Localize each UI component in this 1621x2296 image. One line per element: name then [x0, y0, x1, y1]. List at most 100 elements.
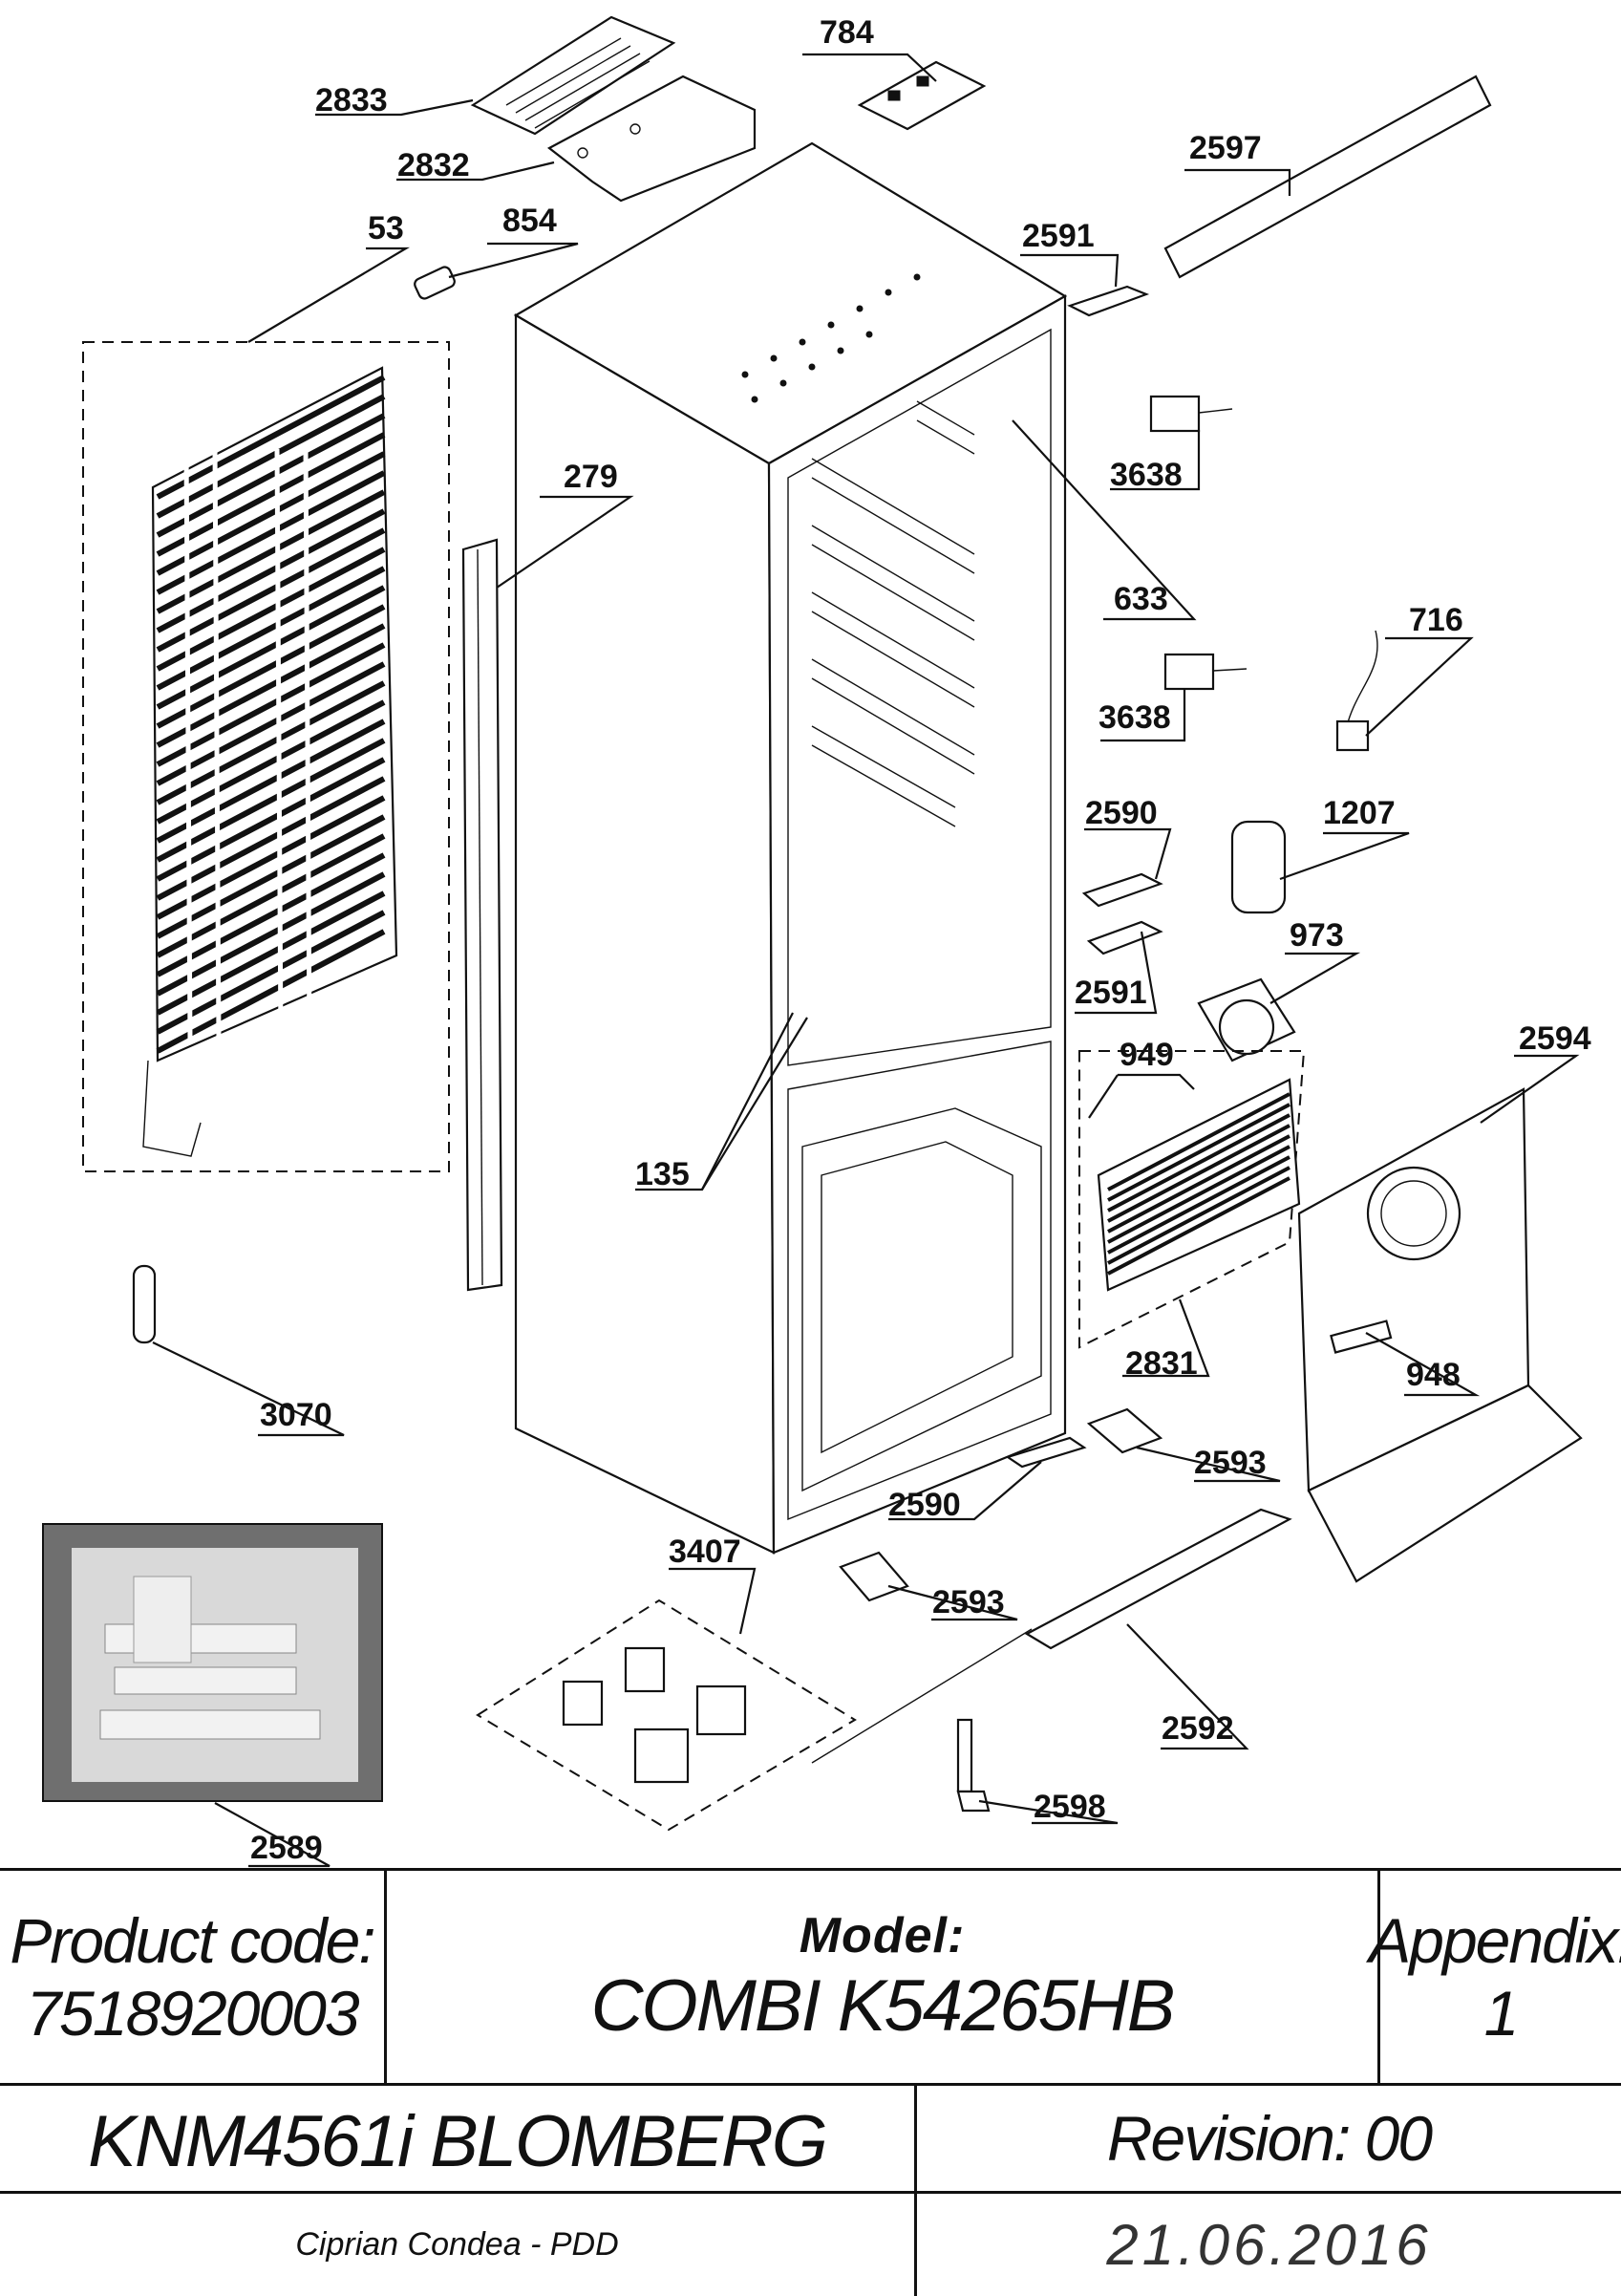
coil-tube [156, 470, 386, 595]
callout-784: 784 [820, 14, 874, 51]
callout-633: 633 [1114, 581, 1168, 617]
coil-tube [156, 432, 386, 557]
coil-tube [156, 776, 386, 901]
exploded-parts-diagram: 784 2833 2832 2597 53 854 2591 3638 279 … [42, 14, 1591, 1868]
author-text: Ciprian Condea - PDD [295, 2226, 619, 2263]
cabinet-body [513, 141, 1068, 1555]
hinge-2591-top [1067, 285, 1150, 317]
drip-tray-2592 [811, 1508, 1292, 1764]
coil-tube [156, 566, 386, 691]
callout-973: 973 [1290, 917, 1344, 954]
callout-3638-b: 3638 [1098, 699, 1171, 736]
coil-tube [156, 738, 386, 863]
product-code-cell: Product code: 7518920003 [0, 1871, 387, 2083]
coil-tube [156, 795, 386, 920]
coil-support-wire [212, 448, 222, 1042]
condenser-coil-53 [82, 341, 450, 1172]
callout-949: 949 [1120, 1037, 1174, 1073]
coil-tube [156, 699, 386, 825]
model-value: COMBI K54265HB [590, 1964, 1176, 2047]
hinge-2590-lower [1005, 1436, 1087, 1469]
compressor-1207 [1230, 820, 1287, 914]
top-rail-2597 [1163, 75, 1492, 279]
callout-2597: 2597 [1189, 130, 1262, 166]
model-cell: Model: COMBI K54265HB [387, 1871, 1380, 2083]
coil-tube [156, 814, 386, 939]
sensor-854 [414, 266, 456, 300]
hinge-2593-lower [839, 1551, 909, 1602]
feet-set-3407 [476, 1599, 857, 1832]
callout-2590-lower: 2590 [888, 1487, 961, 1523]
product-code-label: Product code: [10, 1905, 375, 1976]
evaporator-2831 [1078, 1050, 1306, 1349]
product-name-cell: KNM4561i BLOMBERG [0, 2083, 917, 2191]
callout-labels: 784 2833 2832 2597 53 854 2591 3638 279 … [250, 14, 1591, 1866]
coil-support-wire [274, 448, 284, 1042]
callout-854: 854 [502, 203, 557, 239]
hinge-2591-middle [1086, 920, 1163, 955]
callout-2831: 2831 [1125, 1345, 1198, 1382]
coil-tube [156, 623, 386, 748]
product-code-value: 7518920003 [26, 1978, 359, 2049]
callout-2590-upper: 2590 [1085, 795, 1158, 831]
author-cell: Ciprian Condea - PDD [0, 2191, 917, 2296]
callout-3070: 3070 [260, 1397, 332, 1433]
leader-lines [152, 53, 1580, 1868]
hinge-2590-upper [1081, 872, 1163, 908]
coil-tube [156, 891, 386, 1016]
callout-2593-lower: 2593 [932, 1584, 1005, 1620]
callout-2594: 2594 [1519, 1020, 1591, 1057]
callout-1207: 1207 [1323, 795, 1396, 831]
callout-135: 135 [635, 1156, 690, 1192]
callout-2593-upper: 2593 [1194, 1445, 1267, 1481]
callout-948: 948 [1406, 1357, 1461, 1393]
callout-279: 279 [564, 459, 618, 495]
appendix-label: Appendix: [1369, 1905, 1621, 1976]
coil-tube [156, 547, 386, 672]
insulation-plate-2832 [546, 75, 757, 203]
top-cover-2833 [470, 15, 676, 136]
callout-53: 53 [368, 210, 404, 247]
evaporator-fin [1107, 1124, 1290, 1223]
coil-tube [156, 929, 386, 1054]
coil-tube [156, 852, 386, 977]
evaporator-fin [1107, 1092, 1290, 1191]
callout-2591-top: 2591 [1022, 218, 1095, 254]
coil-support-wire [183, 448, 193, 1042]
callout-2833: 2833 [315, 82, 388, 118]
evaporator-fin [1107, 1113, 1290, 1212]
appendix-cell: Appendix: 1 [1369, 1871, 1621, 2083]
model-label: Model: [799, 1907, 966, 1963]
coil-tube [156, 680, 386, 805]
callout-2591-middle: 2591 [1075, 975, 1147, 1011]
coil-tube [156, 661, 386, 786]
coil-tube [156, 910, 386, 1035]
callout-2832: 2832 [397, 147, 470, 183]
coil-tube [156, 833, 386, 958]
coil-tube [156, 527, 386, 653]
sensor-3070 [132, 1264, 157, 1344]
coil-tube [156, 489, 386, 614]
evaporator-fin [1107, 1103, 1290, 1202]
coil-tube [156, 508, 386, 633]
revision-cell: Revision: 00 [917, 2083, 1621, 2191]
coil-tube [156, 871, 386, 997]
callout-2592: 2592 [1162, 1710, 1234, 1747]
top-panel-holes [741, 273, 921, 403]
product-name: KNM4561i BLOMBERG [88, 2101, 828, 2182]
coil-tube [156, 585, 386, 710]
coil-tube [156, 719, 386, 844]
coil-tube [156, 757, 386, 882]
coil-tube [156, 642, 386, 767]
appendix-value: 1 [1483, 1978, 1520, 2049]
terminal-block-3638-b [1163, 653, 1248, 691]
title-block: Product code: 7518920003 Model: COMBI K5… [0, 1868, 1621, 2296]
shelf-rails [811, 400, 975, 827]
callout-2598: 2598 [1034, 1789, 1106, 1825]
evaporator-fin [1107, 1134, 1290, 1234]
control-board-784 [857, 60, 987, 131]
evaporator-fin [1107, 1166, 1290, 1265]
coil-support-wire [303, 448, 312, 1042]
callout-716: 716 [1409, 602, 1463, 638]
evaporator-fin [1107, 1155, 1290, 1255]
